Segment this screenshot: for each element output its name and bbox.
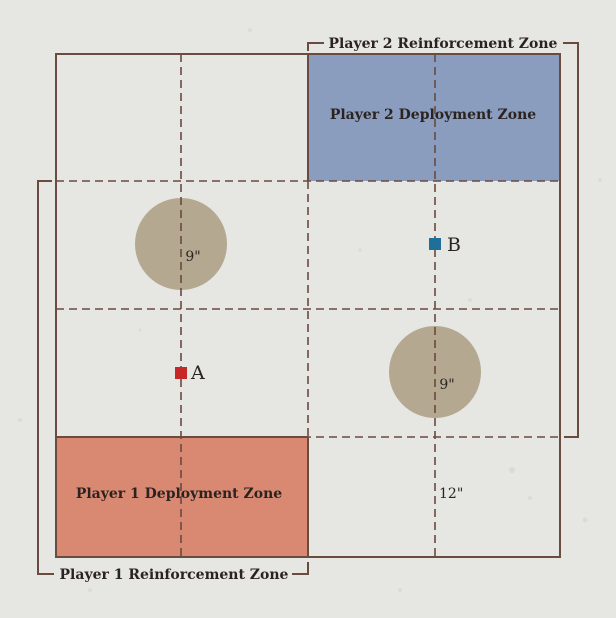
objective-marker-a <box>175 367 187 379</box>
objective-label-a: A <box>190 362 205 384</box>
player1-deployment-zone <box>56 437 308 557</box>
player1-reinforcement-label: Player 1 Reinforcement Zone <box>60 567 289 583</box>
objective-label-b: B <box>447 234 461 256</box>
measurement-label: 12" <box>439 486 463 502</box>
terrain-circle <box>135 198 227 290</box>
player1-deployment-label: Player 1 Deployment Zone <box>76 486 282 502</box>
player2-deployment-label: Player 2 Deployment Zone <box>330 107 536 123</box>
terrain-size-label: 9" <box>439 377 454 393</box>
player2-reinforcement-label: Player 2 Reinforcement Zone <box>329 36 558 52</box>
player2-reinforcement-bracket <box>307 42 579 438</box>
player2-deployment-zone <box>308 54 560 181</box>
player1-reinforcement-bracket <box>37 180 309 575</box>
terrain-size-label: 9" <box>185 249 200 265</box>
objective-marker-b <box>429 238 441 250</box>
background-texture <box>18 28 602 592</box>
